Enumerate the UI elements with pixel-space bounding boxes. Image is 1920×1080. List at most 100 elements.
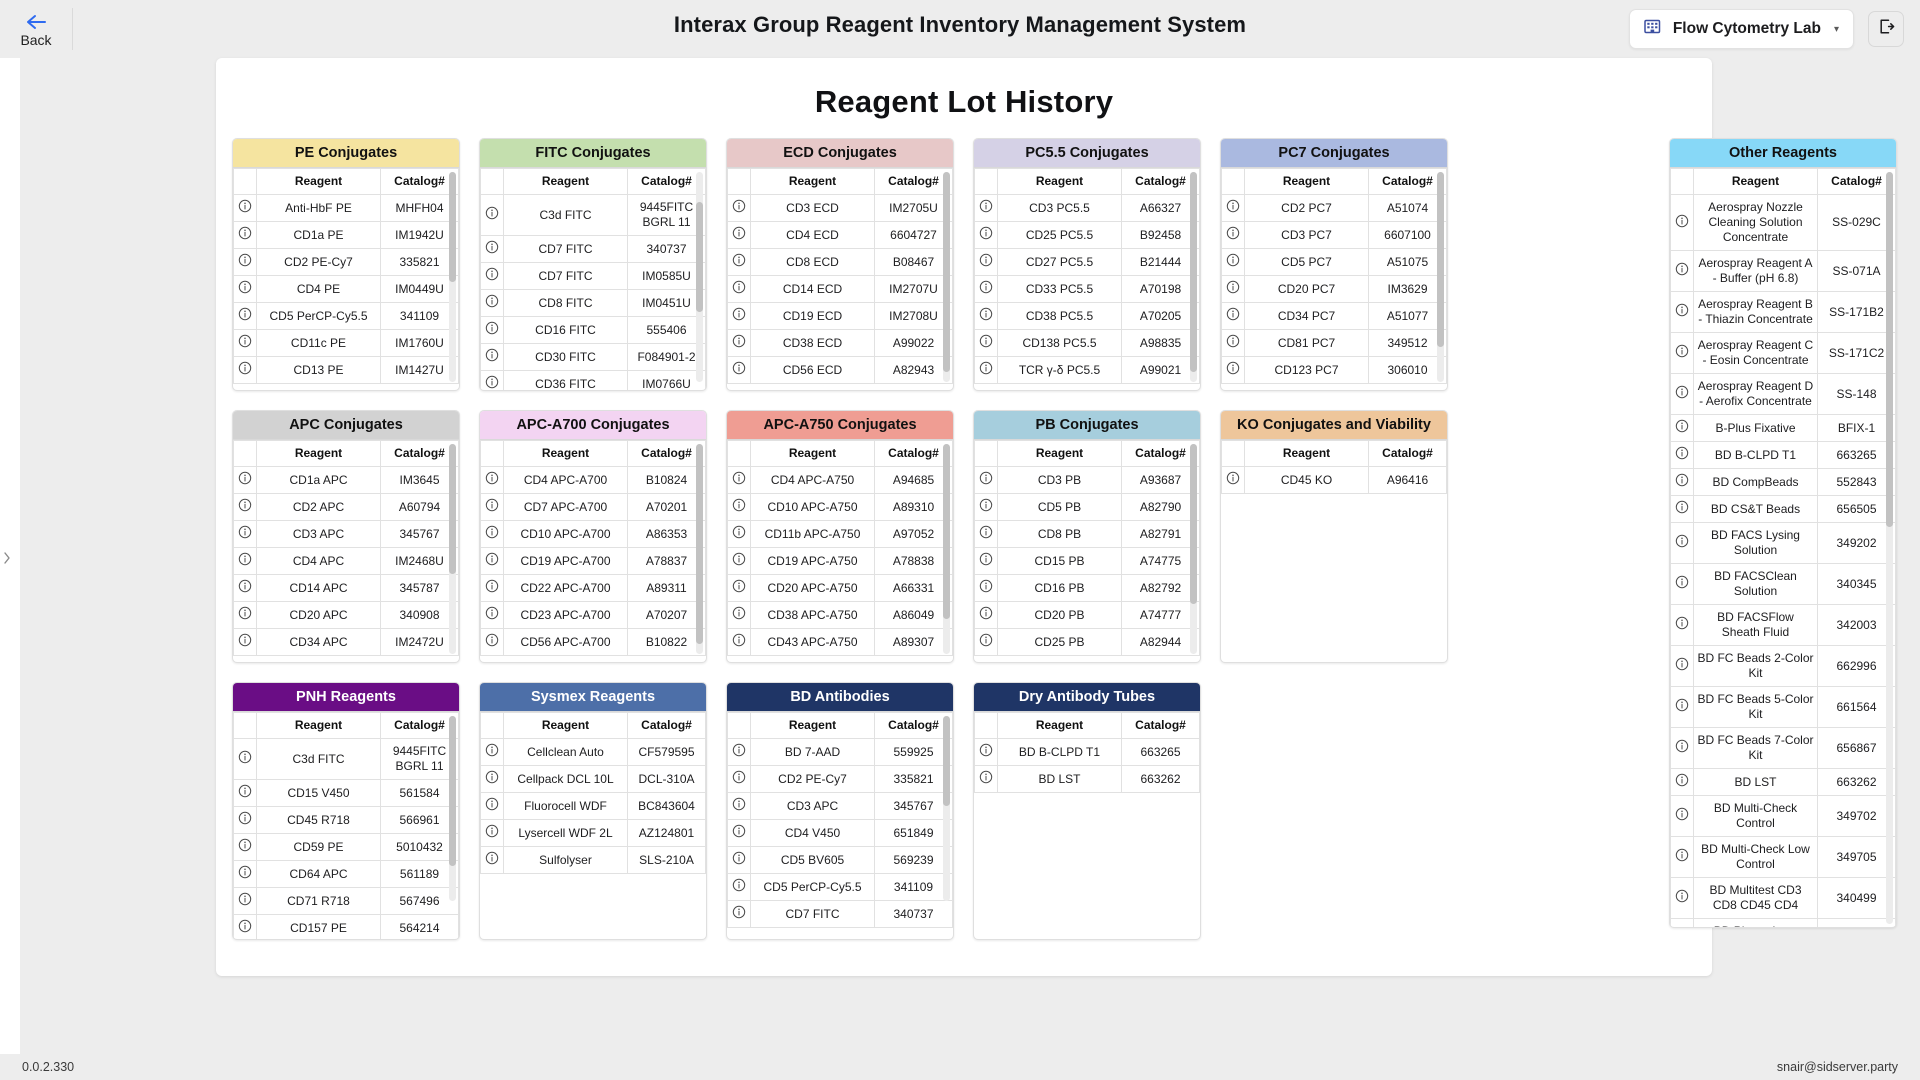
table-row[interactable]: Aerospray Reagent A - Buffer (pH 6.8)SS-… (1670, 250, 1896, 292)
row-info-cell[interactable] (727, 765, 751, 793)
row-info-cell[interactable] (727, 520, 751, 548)
info-icon[interactable] (1675, 419, 1689, 437)
info-icon[interactable] (238, 525, 252, 543)
info-icon[interactable] (1675, 385, 1689, 403)
info-icon[interactable] (732, 579, 746, 597)
info-icon[interactable] (979, 199, 993, 217)
row-info-cell[interactable] (974, 466, 998, 494)
row-info-cell[interactable] (1670, 332, 1694, 374)
vertical-scrollbar[interactable] (943, 716, 950, 901)
row-info-cell[interactable] (233, 248, 257, 276)
info-icon[interactable] (1675, 500, 1689, 518)
vertical-scrollbar[interactable] (1190, 444, 1197, 654)
info-icon[interactable] (238, 361, 252, 379)
info-icon[interactable] (732, 797, 746, 815)
info-icon[interactable] (238, 498, 252, 516)
scrollbar-thumb[interactable] (1886, 172, 1893, 527)
row-info-cell[interactable] (727, 275, 751, 303)
info-icon[interactable] (485, 797, 499, 815)
row-info-cell[interactable] (727, 738, 751, 766)
info-icon[interactable] (238, 750, 252, 768)
row-info-cell[interactable] (1670, 604, 1694, 646)
row-info-cell[interactable] (727, 194, 751, 222)
info-icon[interactable] (485, 633, 499, 651)
row-info-cell[interactable] (727, 302, 751, 330)
info-icon[interactable] (732, 226, 746, 244)
vertical-scrollbar[interactable] (943, 444, 950, 654)
scrollbar-thumb[interactable] (449, 172, 456, 282)
scrollbar-thumb[interactable] (943, 444, 950, 619)
row-info-cell[interactable] (480, 194, 504, 236)
info-icon[interactable] (238, 838, 252, 856)
info-icon[interactable] (732, 851, 746, 869)
info-icon[interactable] (1226, 334, 1240, 352)
row-info-cell[interactable] (1670, 495, 1694, 523)
vertical-scrollbar[interactable] (696, 444, 703, 654)
row-info-cell[interactable] (480, 765, 504, 793)
row-info-cell[interactable] (233, 887, 257, 915)
row-info-cell[interactable] (480, 792, 504, 820)
row-info-cell[interactable] (1221, 466, 1245, 494)
info-icon[interactable] (238, 633, 252, 651)
info-icon[interactable] (1675, 773, 1689, 791)
info-icon[interactable] (485, 498, 499, 516)
row-info-cell[interactable] (480, 235, 504, 263)
row-info-cell[interactable] (727, 601, 751, 629)
info-icon[interactable] (238, 226, 252, 244)
info-icon[interactable] (485, 552, 499, 570)
row-info-cell[interactable] (974, 356, 998, 384)
info-icon[interactable] (1675, 534, 1689, 552)
row-info-cell[interactable] (727, 846, 751, 874)
row-info-cell[interactable] (974, 221, 998, 249)
row-info-cell[interactable] (1670, 250, 1694, 292)
info-icon[interactable] (732, 633, 746, 651)
sidebar-expand-handle[interactable] (2, 550, 12, 566)
info-icon[interactable] (979, 280, 993, 298)
row-info-cell[interactable] (1670, 414, 1694, 442)
row-info-cell[interactable] (1221, 194, 1245, 222)
row-info-cell[interactable] (727, 873, 751, 901)
info-icon[interactable] (979, 770, 993, 788)
info-icon[interactable] (732, 334, 746, 352)
info-icon[interactable] (979, 307, 993, 325)
scrollbar-thumb[interactable] (449, 444, 456, 574)
row-info-cell[interactable] (233, 194, 257, 222)
vertical-scrollbar[interactable] (1886, 172, 1893, 924)
row-info-cell[interactable] (1221, 221, 1245, 249)
row-info-cell[interactable] (1670, 795, 1694, 837)
row-info-cell[interactable] (974, 628, 998, 656)
